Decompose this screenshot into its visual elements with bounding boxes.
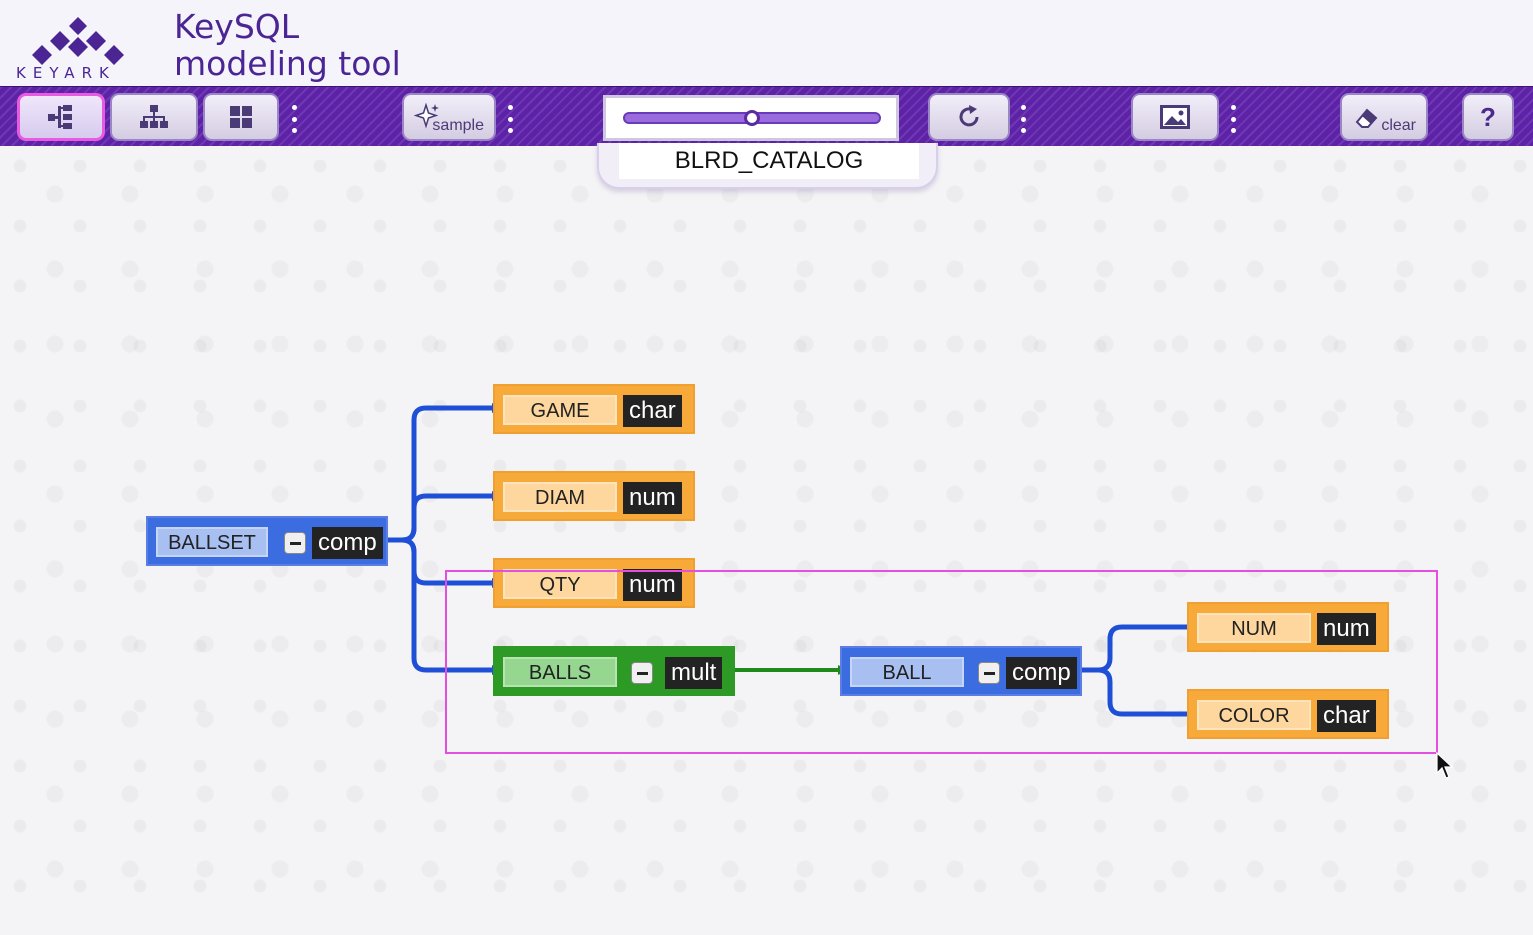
- node-num[interactable]: NUM num: [1187, 602, 1389, 652]
- node-game[interactable]: GAME char: [493, 384, 695, 434]
- zoom-slider[interactable]: [603, 95, 899, 141]
- collapse-toggle[interactable]: [284, 532, 306, 554]
- logo-wordmark: KEYARK: [16, 64, 116, 82]
- hierarchy-view-button[interactable]: [110, 93, 198, 141]
- node-name[interactable]: BALL: [850, 657, 964, 687]
- sample-button-label: sample: [432, 117, 484, 134]
- app-title-line1: KeySQL: [174, 7, 300, 46]
- collapse-toggle[interactable]: [631, 662, 653, 684]
- mouse-pointer-icon: [1436, 752, 1454, 779]
- refresh-icon: [959, 105, 979, 127]
- tree-view-icon: [48, 105, 72, 129]
- node-name[interactable]: QTY: [503, 569, 617, 599]
- node-diam[interactable]: DIAM num: [493, 471, 695, 521]
- node-type: num: [623, 569, 682, 601]
- node-type: num: [1317, 613, 1376, 645]
- image-button[interactable]: [1131, 93, 1219, 141]
- edge-ballset-diam: [384, 491, 503, 543]
- node-name[interactable]: NUM: [1197, 613, 1311, 643]
- node-color[interactable]: COLOR char: [1187, 689, 1389, 739]
- eraser-icon: [1355, 108, 1378, 128]
- node-name[interactable]: BALLSET: [156, 527, 268, 557]
- refresh-button[interactable]: [928, 93, 1010, 141]
- catalog-tab: BLRD_CATALOG: [597, 143, 938, 189]
- node-ballset[interactable]: BALLSET comp: [146, 516, 388, 566]
- image-icon: [1160, 105, 1190, 129]
- edge-ballset-balls: [384, 537, 503, 675]
- zoom-slider-thumb[interactable]: [744, 110, 760, 126]
- collapse-toggle[interactable]: [978, 662, 1000, 684]
- node-type: char: [623, 395, 682, 427]
- node-name[interactable]: DIAM: [503, 482, 617, 512]
- node-balls[interactable]: BALLS mult: [493, 646, 735, 696]
- node-name[interactable]: GAME: [503, 395, 617, 425]
- node-type: char: [1317, 700, 1376, 732]
- node-type: comp: [312, 527, 383, 559]
- grid-icon: [230, 106, 252, 128]
- catalog-name[interactable]: BLRD_CATALOG: [619, 143, 919, 179]
- node-name[interactable]: COLOR: [1197, 700, 1311, 730]
- model-canvas[interactable]: BALLSET comp GAME char DIAM num QTY num …: [0, 146, 1533, 935]
- help-icon: ?: [1480, 101, 1496, 132]
- app-title-line2: modeling tool: [174, 44, 401, 83]
- toolbar: sample clear ?: [0, 86, 1533, 146]
- refresh-options-menu[interactable]: [1020, 105, 1026, 133]
- clear-button[interactable]: clear: [1340, 93, 1428, 141]
- node-ball[interactable]: BALL comp: [840, 646, 1082, 696]
- node-name[interactable]: BALLS: [503, 657, 617, 687]
- tree-view-button[interactable]: [17, 93, 105, 141]
- app-title: KeySQL modeling tool: [174, 8, 401, 82]
- grid-view-button[interactable]: [203, 93, 279, 141]
- sparkle-icon: [414, 103, 439, 129]
- node-type: comp: [1006, 657, 1077, 689]
- edge-ballset-game: [384, 403, 503, 543]
- sample-button[interactable]: sample: [402, 93, 496, 141]
- node-qty[interactable]: QTY num: [493, 558, 695, 608]
- clear-button-label: clear: [1381, 117, 1416, 134]
- node-type: mult: [665, 657, 723, 689]
- app-header: KEYARK KeySQL modeling tool: [0, 0, 1533, 86]
- edge-ball-color: [1078, 667, 1198, 719]
- org-chart-icon: [140, 105, 168, 128]
- image-options-menu[interactable]: [1230, 105, 1236, 133]
- selection-rectangle: [445, 570, 1438, 754]
- sample-options-menu[interactable]: [507, 105, 513, 133]
- diagram-links: [384, 403, 1198, 719]
- keyark-logo: [32, 17, 124, 65]
- help-button[interactable]: ?: [1462, 93, 1514, 141]
- view-options-menu[interactable]: [291, 105, 297, 133]
- node-type: num: [623, 482, 682, 514]
